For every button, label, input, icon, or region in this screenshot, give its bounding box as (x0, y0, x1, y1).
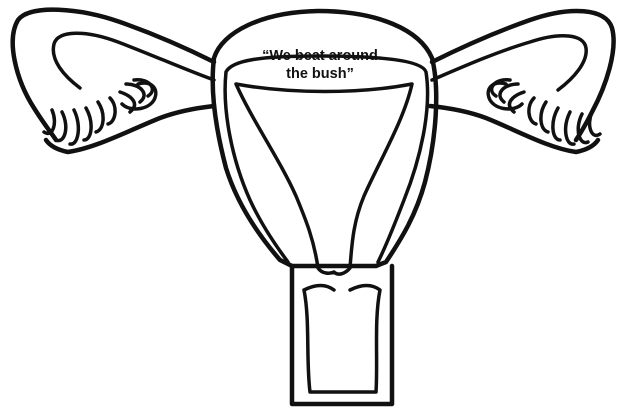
caption-text: “We beat around the bush” (230, 47, 410, 83)
caption-line-2: the bush” (230, 65, 410, 83)
fimbriae-right (492, 80, 600, 144)
fimbriae-left (44, 80, 152, 144)
caption-line-1: “We beat around (230, 47, 410, 65)
fallopian-tube-right (432, 11, 614, 140)
cervical-canal (304, 286, 380, 393)
fallopian-tube-right-inner (432, 36, 586, 90)
